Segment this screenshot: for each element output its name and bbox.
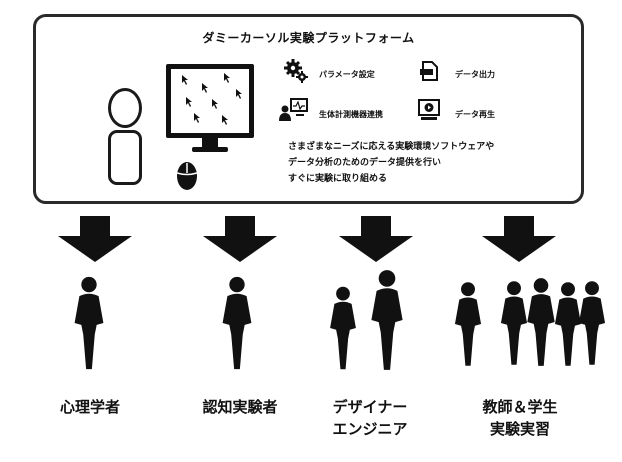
platform-description: さまざまなニーズに応える実験環境ソフトウェアや データ分析のためのデータ提供を行…	[288, 139, 494, 187]
person-icon	[222, 276, 252, 370]
down-arrow-icon	[339, 216, 413, 262]
feature-biometric-label: 生体計測機器連携	[319, 110, 383, 119]
audience-label-designer: デザイナー エンジニア	[332, 398, 408, 438]
dummy-cursor-icons	[182, 73, 242, 125]
down-arrow-icon	[203, 216, 277, 262]
person-icon	[330, 286, 356, 370]
feature-playback-label: データ再生	[455, 110, 495, 119]
person-icon	[454, 282, 482, 366]
audience-label-cognitive: 認知実験者	[202, 398, 278, 416]
data-output-icon	[420, 61, 438, 81]
monitor-icon	[166, 64, 254, 152]
data-playback-icon	[418, 99, 440, 120]
person-icon	[527, 278, 555, 366]
feature-data-output-label: データ出力	[455, 70, 495, 79]
description-line: すぐに実験に取り組める	[288, 174, 388, 184]
person-icon	[500, 281, 528, 365]
audience-label-psychologist: 心理学者	[59, 398, 120, 416]
platform-title: ダミーカーソル実験プラットフォーム	[202, 31, 415, 45]
gears-icon	[284, 59, 308, 83]
person-icon	[74, 276, 104, 370]
audience-label-teacher: 教師＆学生 実験実習	[482, 398, 558, 438]
person-icon	[578, 281, 606, 365]
biometric-link-icon	[279, 98, 308, 121]
user-body-icon	[108, 130, 142, 185]
mouse-icon	[176, 162, 198, 190]
down-arrow-icon	[482, 216, 556, 262]
down-arrow-icon	[58, 216, 132, 262]
feature-parameter-label: パラメータ設定	[319, 70, 375, 79]
person-icon	[554, 282, 582, 366]
platform-panel: ダミーカーソル実験プラットフォーム	[33, 14, 584, 204]
description-line: データ分析のためのデータ提供を行い	[288, 158, 442, 168]
person-icon	[371, 270, 403, 370]
user-head-icon	[108, 88, 142, 128]
description-line: さまざまなニーズに応える実験環境ソフトウェアや	[288, 142, 495, 152]
